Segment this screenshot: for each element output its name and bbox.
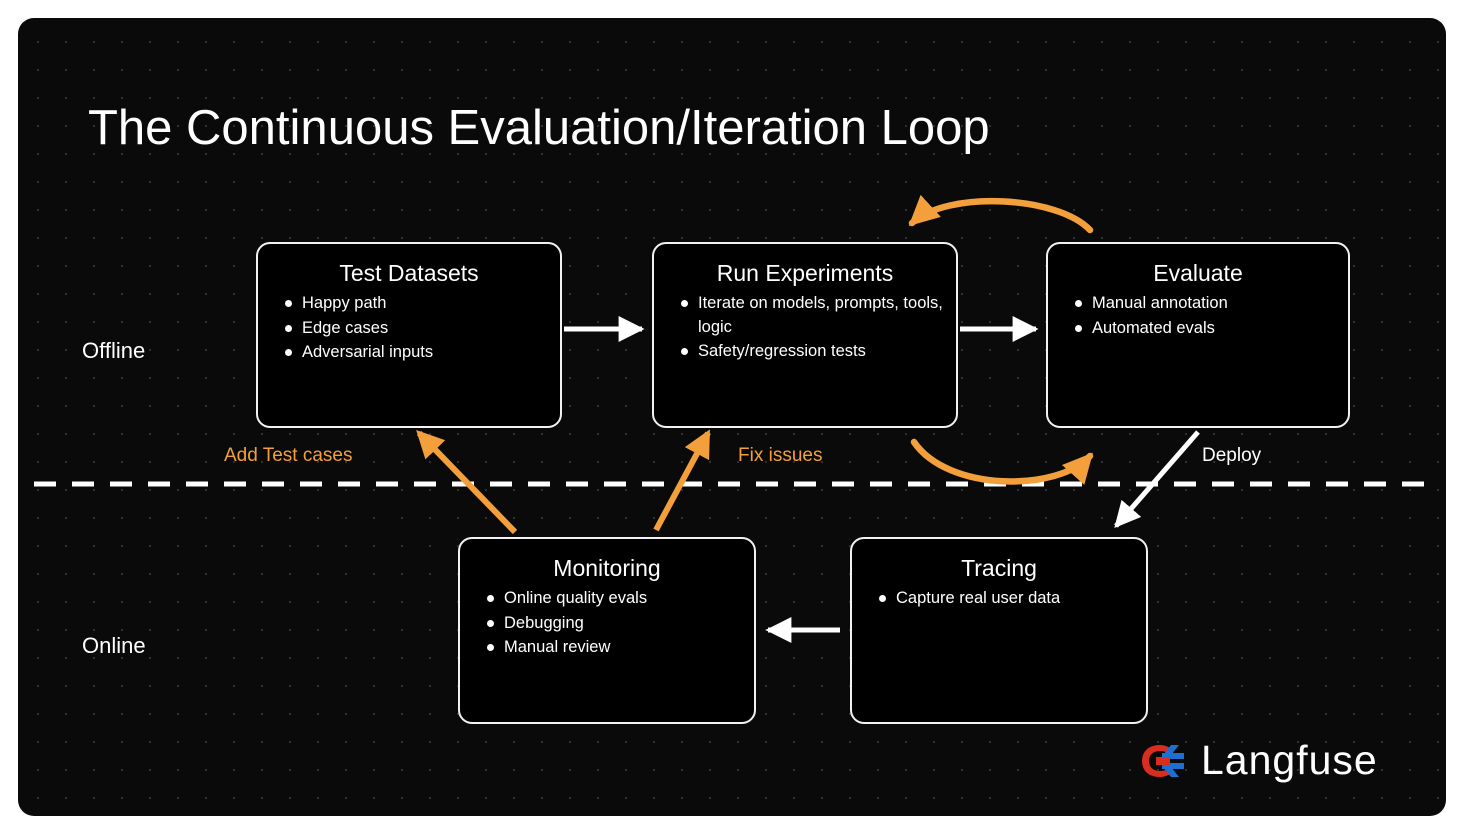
langfuse-wordmark: Langfuse bbox=[1201, 737, 1378, 783]
node-title: Run Experiments bbox=[716, 260, 894, 286]
list-item: Capture real user data bbox=[879, 587, 1146, 610]
arc-evaluate-to-experiments bbox=[908, 194, 1094, 234]
node-run-experiments[interactable]: Run Experiments Iterate on models, promp… bbox=[652, 242, 958, 428]
node-tracing[interactable]: Tracing Capture real user data bbox=[850, 537, 1148, 724]
edge-label-deploy: Deploy bbox=[1202, 445, 1262, 466]
node-bullet-list: Online quality evals Debugging Manual re… bbox=[460, 587, 754, 659]
phase-label-online: Online bbox=[82, 633, 146, 658]
list-item: Manual annotation bbox=[1075, 292, 1348, 315]
list-item: Safety/regression tests bbox=[681, 340, 956, 363]
list-item: Manual review bbox=[487, 636, 754, 659]
node-title: Tracing bbox=[961, 555, 1037, 581]
slide-surface: The Continuous Evaluation/Iteration Loop… bbox=[18, 18, 1446, 816]
node-bullet-list: Iterate on models, prompts, tools, logic… bbox=[654, 292, 956, 363]
list-item: Debugging bbox=[487, 612, 754, 635]
arrow-evaluate-to-tracing bbox=[1114, 430, 1200, 528]
node-bullet-list: Manual annotation Automated evals bbox=[1048, 292, 1348, 340]
list-item: Automated evals bbox=[1075, 317, 1348, 340]
list-item: Happy path bbox=[285, 292, 560, 315]
node-title: Evaluate bbox=[1153, 260, 1243, 286]
page-title: The Continuous Evaluation/Iteration Loop bbox=[88, 101, 990, 155]
arrow-monitoring-to-experiments bbox=[653, 429, 711, 532]
list-item: Adversarial inputs bbox=[285, 341, 560, 364]
langfuse-mark-icon bbox=[1142, 744, 1184, 777]
phase-label-offline: Offline bbox=[82, 338, 146, 363]
list-item: Online quality evals bbox=[487, 587, 754, 610]
node-test-datasets[interactable]: Test Datasets Happy path Edge cases Adve… bbox=[256, 242, 562, 428]
arrow-monitoring-to-datasets bbox=[416, 430, 518, 535]
edge-label-add-test-cases: Add Test cases bbox=[224, 445, 353, 466]
node-title: Monitoring bbox=[553, 555, 661, 581]
list-item: Iterate on models, prompts, tools, logic bbox=[681, 292, 956, 339]
node-bullet-list: Capture real user data bbox=[852, 587, 1146, 610]
list-item: Edge cases bbox=[285, 317, 560, 340]
node-title: Test Datasets bbox=[339, 260, 479, 286]
node-monitoring[interactable]: Monitoring Online quality evals Debuggin… bbox=[458, 537, 756, 724]
node-bullet-list: Happy path Edge cases Adversarial inputs bbox=[258, 292, 560, 364]
edge-label-fix-issues: Fix issues bbox=[738, 445, 823, 466]
langfuse-logo: Langfuse bbox=[1140, 740, 1378, 781]
arc-experiments-to-evaluate bbox=[910, 438, 1094, 485]
node-evaluate[interactable]: Evaluate Manual annotation Automated eva… bbox=[1046, 242, 1350, 428]
